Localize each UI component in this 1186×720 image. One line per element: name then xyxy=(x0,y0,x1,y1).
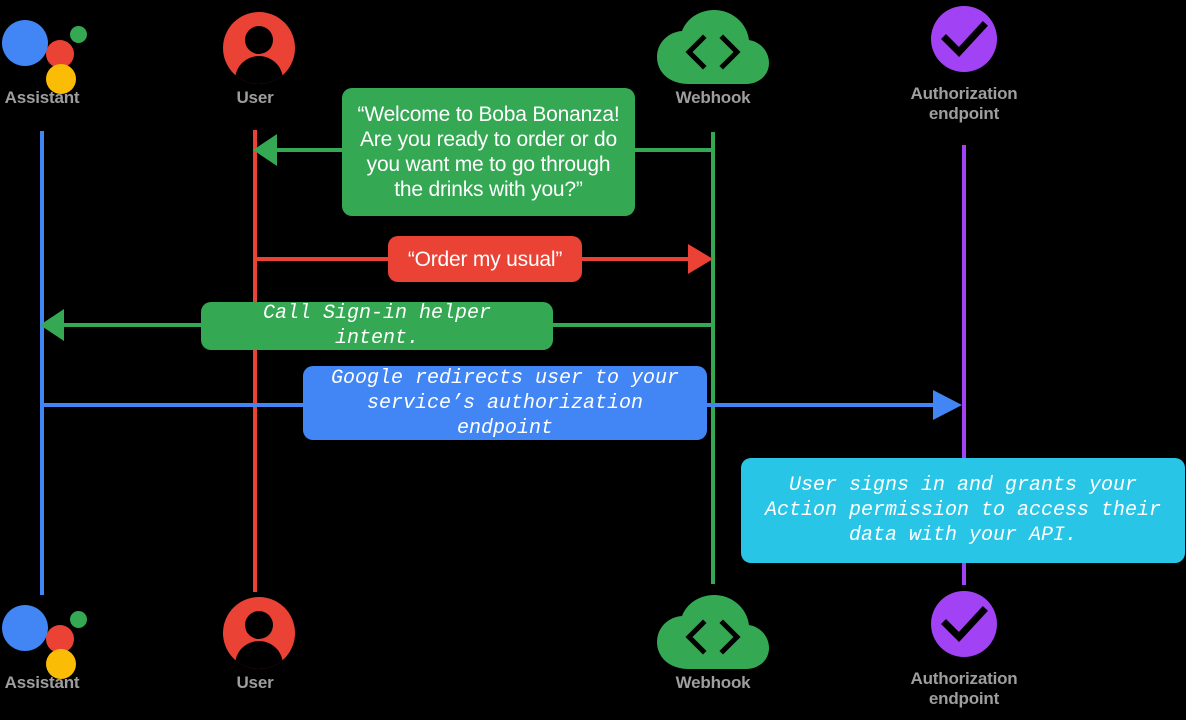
purple-check-circle-icon xyxy=(890,589,1038,669)
avatar-clip xyxy=(223,12,295,84)
assistant-dot-blue xyxy=(2,20,48,66)
avatar-body xyxy=(235,56,283,84)
actor-auth-bottom: Authorization endpoint xyxy=(890,589,1038,709)
assistant-dot-red xyxy=(46,40,74,68)
checkmark-icon xyxy=(941,21,988,58)
actor-label-user: User xyxy=(236,673,274,692)
actor-label-webhook: Webhook xyxy=(675,673,751,692)
cloud-shape xyxy=(657,595,769,669)
assistant-dot-green xyxy=(70,26,87,43)
actor-label-webhook: Webhook xyxy=(675,88,751,107)
actor-assistant-top: Assistant xyxy=(0,8,87,108)
actor-auth-top: Authorization endpoint xyxy=(890,4,1038,124)
message-order: “Order my usual” xyxy=(388,236,582,282)
person-avatar-icon xyxy=(213,593,297,673)
lifeline-assistant xyxy=(40,131,44,595)
actor-webhook-top: Webhook xyxy=(657,8,769,108)
arrowhead-redirect-right xyxy=(933,390,962,420)
assistant-dot-yellow xyxy=(46,64,76,94)
cloud-code-icon xyxy=(657,8,769,88)
arrowhead-signin-left xyxy=(40,309,64,341)
purple-check-circle-icon xyxy=(890,4,1038,84)
lifeline-auth xyxy=(962,145,966,585)
actor-label-auth: Authorization endpoint xyxy=(910,669,1018,708)
assistant-dot-green xyxy=(70,611,87,628)
assistant-dot-blue xyxy=(2,605,48,651)
actor-user-top: User xyxy=(213,8,297,108)
assistant-dot-red xyxy=(46,625,74,653)
message-grant: User signs in and grants your Action per… xyxy=(741,458,1185,563)
lifeline-webhook xyxy=(711,132,715,584)
avatar-clip xyxy=(223,597,295,669)
message-grant-text: User signs in and grants your Action per… xyxy=(764,474,1162,547)
message-welcome: “Welcome to Boba Bonanza! Are you ready … xyxy=(342,88,635,216)
avatar-head xyxy=(245,611,273,639)
message-redirect: Google redirects user to your service’s … xyxy=(303,366,707,440)
message-welcome-text: “Welcome to Boba Bonanza! Are you ready … xyxy=(357,103,620,201)
message-signin-text: Call Sign-in helper intent. xyxy=(262,302,492,350)
lifeline-user xyxy=(253,130,257,592)
actor-user-bottom: User xyxy=(213,593,297,693)
message-redirect-text: Google redirects user to your service’s … xyxy=(330,366,680,440)
actor-assistant-bottom: Assistant xyxy=(0,593,87,693)
checkmark-icon xyxy=(941,606,988,643)
person-avatar-icon xyxy=(213,8,297,88)
arrowhead-order-right xyxy=(688,244,713,274)
avatar-body xyxy=(235,641,283,669)
message-order-text: “Order my usual” xyxy=(407,247,563,271)
actor-webhook-bottom: Webhook xyxy=(657,593,769,693)
google-assistant-icon xyxy=(0,8,87,94)
avatar-head xyxy=(245,26,273,54)
actor-label-user: User xyxy=(236,88,274,107)
cloud-code-icon xyxy=(657,593,769,673)
arrowhead-welcome-left xyxy=(253,134,277,166)
cloud-shape xyxy=(657,10,769,84)
message-signin: Call Sign-in helper intent. xyxy=(201,302,553,350)
actor-label-auth: Authorization endpoint xyxy=(910,84,1018,123)
assistant-dot-yellow xyxy=(46,649,76,679)
google-assistant-icon xyxy=(0,593,87,679)
